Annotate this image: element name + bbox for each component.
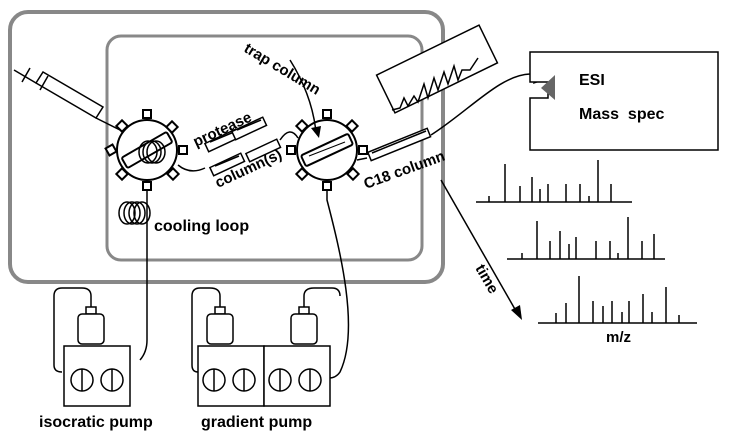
tubing xyxy=(53,190,350,379)
isocratic-pump xyxy=(63,345,131,407)
mass-spec-label: Mass spec xyxy=(579,106,664,123)
mass-spectrum-3 xyxy=(538,276,697,324)
solvent-bottle-gradient-b xyxy=(290,306,318,345)
esi-source-tip xyxy=(541,75,555,100)
mass-spectrum-2 xyxy=(507,217,665,260)
isocratic-pump-label: isocratic pump xyxy=(39,414,153,431)
mz-label: m/z xyxy=(606,329,631,346)
cooling-loop-coil xyxy=(118,201,151,225)
esi-label: ESI xyxy=(579,72,605,89)
injection-valve xyxy=(104,109,188,191)
trap-column-label: trap column xyxy=(241,40,323,99)
chromatogram xyxy=(375,24,499,114)
time-label: time xyxy=(472,262,502,297)
protease-columns xyxy=(177,116,299,177)
solvent-bottle-isocratic xyxy=(77,306,105,345)
trap-valve xyxy=(286,109,368,191)
c18-column xyxy=(356,127,432,162)
outer-enclosure xyxy=(8,10,445,284)
valve-coil xyxy=(138,140,166,164)
time-arrow xyxy=(440,179,522,320)
trap-column-arrow xyxy=(289,59,317,133)
gradient-pump-label: gradient pump xyxy=(201,414,312,431)
mass-spec-box xyxy=(529,51,719,151)
solvent-bottle-gradient-a xyxy=(206,306,234,345)
mass-spectrum-1 xyxy=(476,160,632,203)
gradient-pump xyxy=(197,345,331,407)
cooling-loop-label: cooling loop xyxy=(154,218,249,235)
syringe xyxy=(13,67,121,131)
